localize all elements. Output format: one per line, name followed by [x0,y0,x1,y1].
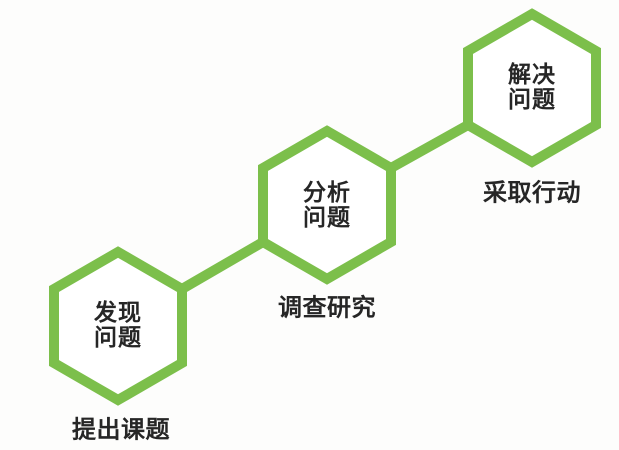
hexagon-step1 [49,246,187,406]
caption-step2: 调查研究 [278,294,376,322]
caption-step3: 采取行动 [483,179,581,207]
hexagon-label-step2-line1: 分析 [303,179,351,206]
hexagon-step3 [463,8,601,168]
hexagon-label-step2-line2: 问题 [303,204,351,230]
hexagon-label-step3-line2: 问题 [508,86,556,112]
hexagon-label-step1-line2: 问题 [94,324,142,350]
hexagon-label-step3: 解决 问题 [508,62,556,112]
hexagon-label-step1-line1: 发现 [94,299,142,326]
hexagon-label-step2: 分析 问题 [303,180,351,230]
hexagon-label-step1: 发现 问题 [94,300,142,350]
connector-step2-step3 [388,120,471,173]
hexagon-label-step3-line1: 解决 [508,61,556,88]
caption-step1: 提出课题 [72,416,170,444]
connector-step1-step2 [179,237,266,294]
hexagon-step2 [258,125,396,285]
